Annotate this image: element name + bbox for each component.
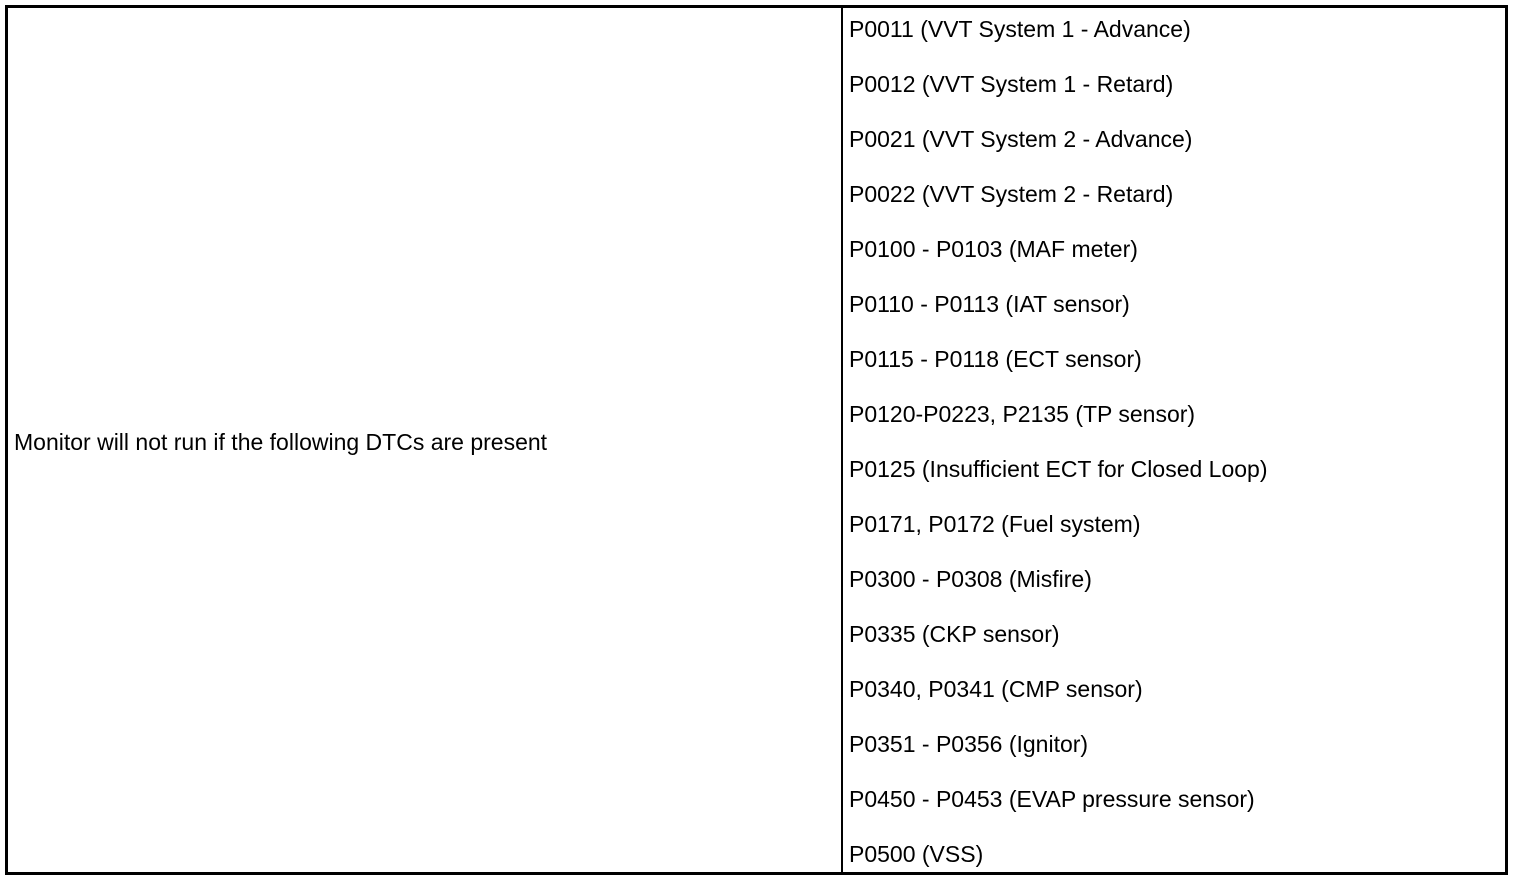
dtc-item: P0335 (CKP sensor): [849, 621, 1060, 647]
dtc-list-cell: P0011 (VVT System 1 - Advance) P0012 (VV…: [843, 8, 1505, 872]
dtc-item: P0110 - P0113 (IAT sensor): [849, 291, 1130, 317]
dtc-item: P0022 (VVT System 2 - Retard): [849, 181, 1174, 207]
dtc-item: P0021 (VVT System 2 - Advance): [849, 126, 1193, 152]
dtc-conditions-table: Monitor will not run if the following DT…: [5, 5, 1508, 875]
dtc-item: P0012 (VVT System 1 - Retard): [849, 71, 1174, 97]
dtc-item: P0450 - P0453 (EVAP pressure sensor): [849, 786, 1255, 812]
dtc-item: P0011 (VVT System 1 - Advance): [849, 16, 1191, 42]
dtc-item: P0300 - P0308 (Misfire): [849, 566, 1092, 592]
dtc-item: P0171, P0172 (Fuel system): [849, 511, 1141, 537]
dtc-list: P0011 (VVT System 1 - Advance) P0012 (VV…: [849, 14, 1505, 894]
condition-cell: Monitor will not run if the following DT…: [8, 8, 843, 872]
dtc-item: P0125 (Insufficient ECT for Closed Loop): [849, 456, 1268, 482]
dtc-item: P0115 - P0118 (ECT sensor): [849, 346, 1142, 372]
dtc-item: P0351 - P0356 (Ignitor): [849, 731, 1089, 757]
dtc-item: P0500 (VSS): [849, 841, 984, 867]
dtc-item: P0120-P0223, P2135 (TP sensor): [849, 401, 1196, 427]
dtc-item: P0340, P0341 (CMP sensor): [849, 676, 1143, 702]
condition-label: Monitor will not run if the following DT…: [14, 429, 548, 455]
dtc-item: P0100 - P0103 (MAF meter): [849, 236, 1138, 262]
